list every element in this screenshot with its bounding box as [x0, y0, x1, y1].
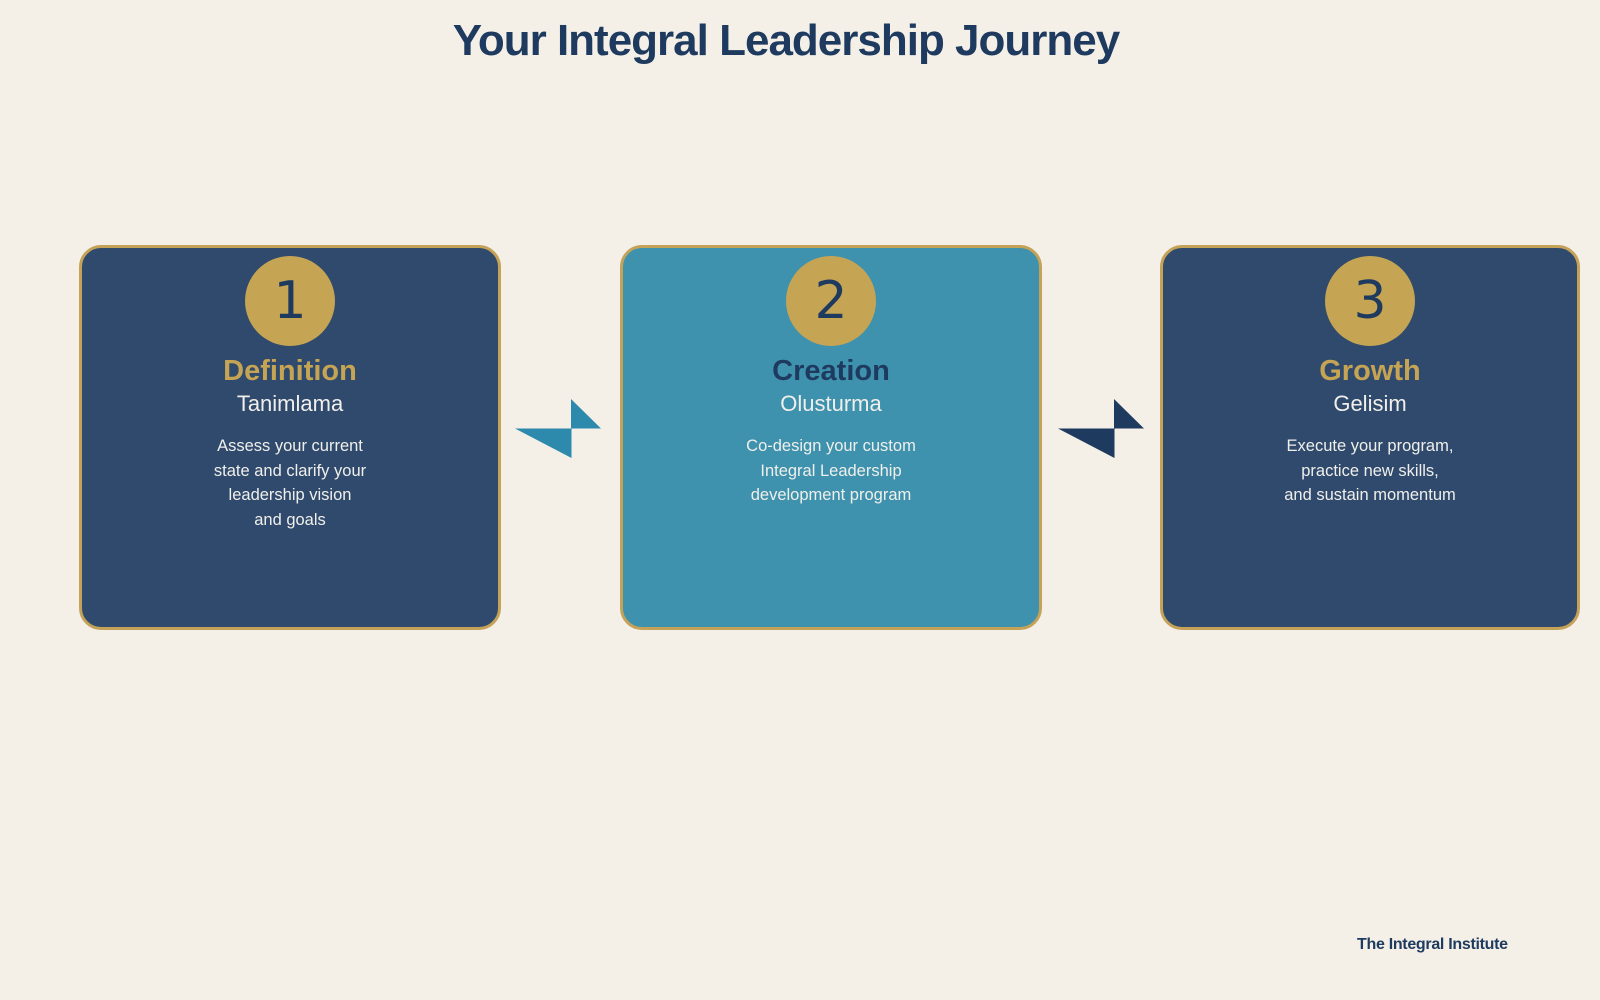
step-title: Growth — [1319, 355, 1421, 387]
step-number: 2 — [814, 271, 848, 331]
step-number-badge: 3 — [1325, 256, 1415, 346]
step-subtitle: Tanimlama — [236, 391, 344, 416]
page-title: Your Integral Leadership Journey — [452, 16, 1120, 65]
step-card-definition: 1 Definition Tanimlama Assess your curre… — [79, 245, 501, 630]
footer-brand: The Integral Institute — [1357, 936, 1508, 953]
step-card-creation: 2 Creation Olusturma Co-design your cust… — [620, 245, 1042, 630]
step-description: Execute your program, practice new skill… — [1284, 437, 1456, 504]
step-subtitle: Gelisim — [1333, 391, 1407, 416]
step-number-badge: 2 — [786, 256, 876, 346]
step-subtitle: Olusturma — [780, 391, 882, 416]
step-title: Creation — [772, 355, 890, 387]
step-number: 3 — [1353, 271, 1387, 331]
step-number-badge: 1 — [245, 256, 335, 346]
step-number: 1 — [273, 271, 307, 331]
arrow-1-2-icon — [515, 399, 601, 458]
arrow-2-3-icon — [1058, 399, 1144, 458]
step-description: Assess your current state and clarify yo… — [213, 437, 367, 529]
step-title: Definition — [223, 355, 357, 387]
step-card-growth: 3 Growth Gelisim Execute your program, p… — [1160, 245, 1580, 630]
step-description: Co-design your custom Integral Leadershi… — [746, 437, 916, 504]
